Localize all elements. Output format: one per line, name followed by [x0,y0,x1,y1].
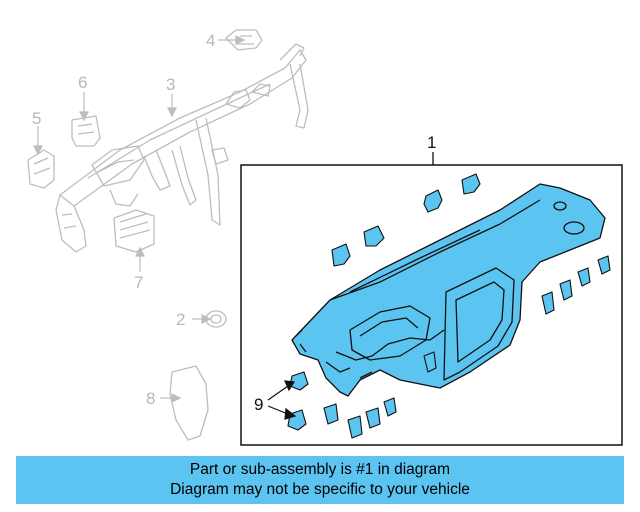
part7-vent [113,209,155,253]
instrument-panel [291,183,606,397]
callout-9-leaders [267,380,297,420]
banner-line-1: Part or sub-assembly is #1 in diagram [189,461,451,478]
part4-bracket [225,29,263,51]
cross-car-beam [55,43,309,253]
parts-diagram: 4 6 3 5 7 2 8 1 [27,29,623,446]
info-banner: Part or sub-assembly is #1 in diagram Di… [16,456,624,504]
callout-4: 4 [206,31,215,50]
faded-leaders [33,35,246,403]
part5-bracket [27,149,55,189]
callout-3: 3 [166,75,175,94]
faded-parts [27,29,309,441]
banner-line-2: Diagram may not be specific to your vehi… [170,481,470,498]
callout-1: 1 [427,133,436,152]
assembly-box [240,164,623,446]
callout-7: 7 [134,273,143,292]
callout-8: 8 [146,389,155,408]
callout-9: 9 [254,395,263,414]
clips [287,173,611,439]
part8-panel [169,365,209,441]
callout-5: 5 [32,109,41,128]
part6-bracket [71,115,101,147]
callout-6: 6 [78,73,87,92]
callout-2: 2 [176,310,185,329]
